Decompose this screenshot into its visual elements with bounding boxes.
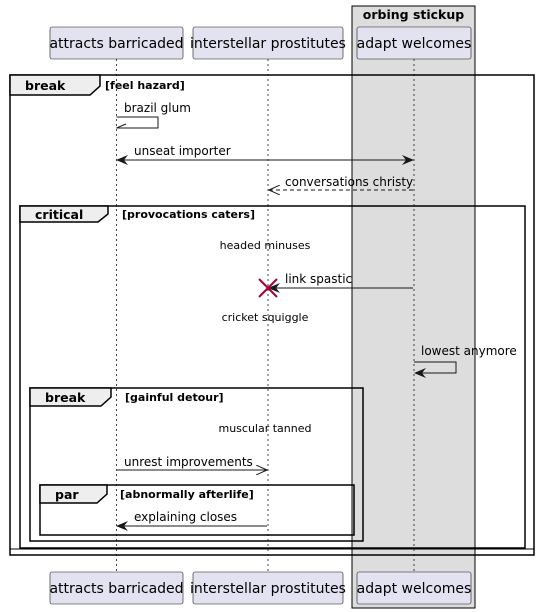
delay-label: cricket squiggle bbox=[222, 311, 309, 324]
participant-group-box bbox=[351, 5, 476, 609]
message-lowest-anymore: lowest anymore bbox=[414, 344, 517, 378]
participant-interstellar-prostitutes[interactable]: interstellar prostitutes bbox=[190, 26, 346, 60]
frame-critical: critical [provocations caters] bbox=[19, 205, 526, 549]
message-label: brazil glum bbox=[124, 101, 191, 115]
delay-muscular-tanned: muscular tanned bbox=[218, 422, 311, 435]
participant-attracts-barricaded[interactable]: attracts barricaded bbox=[49, 26, 184, 60]
frame-condition: [gainful detour] bbox=[125, 391, 224, 404]
frame-par: par [abnormally afterlife] bbox=[39, 484, 355, 536]
frame-condition: [abnormally afterlife] bbox=[120, 488, 254, 501]
participant-label: interstellar prostitutes bbox=[190, 36, 346, 52]
message-unrest-improvements: unrest improvements bbox=[117, 455, 267, 470]
frame-kind: break bbox=[25, 78, 66, 93]
message-brazil-glum: brazil glum bbox=[116, 101, 191, 129]
participant-group: orbing stickup bbox=[351, 5, 476, 609]
participant-label: adapt welcomes bbox=[357, 581, 472, 597]
message-label: conversations christy bbox=[285, 175, 413, 189]
frame-break-outer: break [feel hazard] bbox=[9, 74, 535, 556]
frame-condition: [feel hazard] bbox=[105, 79, 185, 92]
destroy-x-icon bbox=[258, 278, 278, 298]
participant-label: attracts barricaded bbox=[49, 36, 183, 52]
delay-label: muscular tanned bbox=[218, 422, 311, 435]
message-label: unrest improvements bbox=[124, 455, 253, 469]
message-link-spastic: link spastic bbox=[258, 272, 413, 298]
participant-adapt-welcomes[interactable]: adapt welcomes bbox=[357, 26, 472, 60]
frame-kind: break bbox=[45, 390, 86, 405]
delay-label: headed minuses bbox=[220, 239, 311, 252]
message-label: link spastic bbox=[285, 272, 352, 286]
message-label: unseat importer bbox=[134, 144, 231, 158]
frame-kind: critical bbox=[35, 207, 83, 222]
delay-cricket-squiggle: cricket squiggle bbox=[222, 311, 309, 324]
participant-label: adapt welcomes bbox=[357, 36, 472, 52]
lifelines bbox=[116, 59, 415, 572]
participant-label: attracts barricaded bbox=[49, 581, 183, 597]
frame-kind: par bbox=[55, 487, 79, 502]
participant-label: interstellar prostitutes bbox=[190, 581, 346, 597]
participant-attracts-barricaded-footer[interactable]: attracts barricaded bbox=[49, 571, 184, 605]
message-conversations-christy: conversations christy bbox=[269, 175, 413, 190]
participant-adapt-welcomes-footer[interactable]: adapt welcomes bbox=[357, 571, 472, 605]
delay-headed-minuses: headed minuses bbox=[220, 239, 311, 252]
message-label: lowest anymore bbox=[421, 344, 517, 358]
frame-condition: [provocations caters] bbox=[122, 208, 255, 221]
frame-break-inner: break [gainful detour] bbox=[29, 387, 364, 542]
message-unseat-importer: unseat importer bbox=[116, 144, 414, 165]
message-label: explaining closes bbox=[134, 510, 237, 524]
participant-interstellar-prostitutes-footer[interactable]: interstellar prostitutes bbox=[190, 571, 346, 605]
participant-group-title: orbing stickup bbox=[363, 7, 465, 22]
message-explaining-closes: explaining closes bbox=[116, 510, 267, 531]
